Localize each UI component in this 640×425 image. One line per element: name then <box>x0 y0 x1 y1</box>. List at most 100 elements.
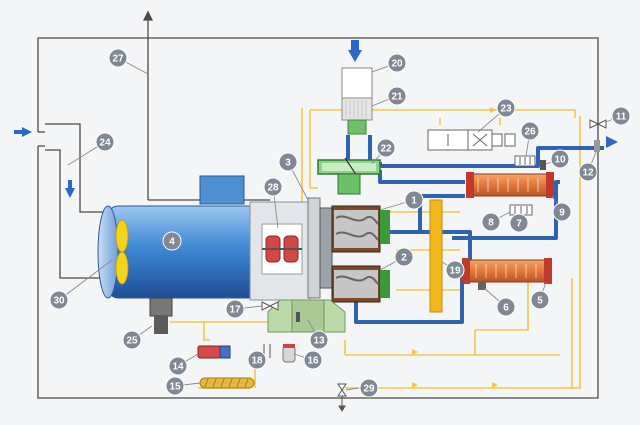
callout-13: 13 <box>309 330 329 350</box>
callout-number: 7 <box>516 219 522 230</box>
callout-badge <box>552 202 572 222</box>
callout-badge <box>445 260 465 280</box>
callout-number: 24 <box>99 138 111 149</box>
callout-number: 9 <box>559 208 565 219</box>
callout-badge <box>387 86 407 106</box>
callout-badge <box>95 132 115 152</box>
callout-badge <box>578 162 598 182</box>
callout-badge <box>611 106 631 126</box>
callout-badge <box>162 231 182 251</box>
callout-number: 2 <box>401 253 407 264</box>
callout-badge <box>263 177 283 197</box>
temp-sensor-14 <box>197 345 231 359</box>
valve-17 <box>261 301 279 311</box>
callout-number: 20 <box>391 59 403 70</box>
callout-badge <box>387 53 407 73</box>
air-inlet-arrow <box>14 127 32 137</box>
coupling <box>249 201 311 301</box>
callout-4: 4 <box>162 231 182 251</box>
callout-9: 9 <box>552 202 572 222</box>
callout-badge <box>303 350 323 370</box>
callout-badge <box>496 297 516 317</box>
callout-27: 27 <box>108 48 128 68</box>
callout-badge <box>49 290 69 310</box>
callout-20: 20 <box>387 53 407 73</box>
callout-badge <box>278 152 298 172</box>
callout-number: 19 <box>449 266 461 277</box>
oil-cooler <box>462 258 552 284</box>
callout-badge <box>247 350 267 370</box>
oil-heater-15 <box>199 377 255 389</box>
callout-number: 13 <box>313 336 325 347</box>
callout-10: 10 <box>550 149 570 169</box>
callout-badge <box>404 190 424 210</box>
callout-number: 29 <box>363 384 375 395</box>
callout-26: 26 <box>520 121 540 141</box>
callout-number: 17 <box>229 305 241 316</box>
callout-badge <box>225 299 245 319</box>
callout-number: 6 <box>503 303 509 314</box>
oil-flow-arrows <box>412 107 498 388</box>
drain-valve-29 <box>337 383 347 412</box>
oil-tank <box>267 299 346 333</box>
callout-number: 30 <box>53 296 65 307</box>
callout-badge <box>509 213 529 233</box>
callout-badge <box>376 138 396 158</box>
callout-badge <box>309 330 329 350</box>
callout-badge <box>359 378 379 398</box>
callout-5: 5 <box>530 290 550 310</box>
callout-16: 16 <box>303 350 323 370</box>
callout-badge <box>520 121 540 141</box>
callout-number: 11 <box>616 112 627 123</box>
callout-12: 12 <box>578 162 598 182</box>
callout-7: 7 <box>509 213 529 233</box>
callout-number: 4 <box>169 237 175 248</box>
intake-valve <box>317 157 381 195</box>
callout-number: 18 <box>251 356 263 367</box>
callout-18: 18 <box>247 350 267 370</box>
callout-number: 5 <box>537 296 543 307</box>
outer-frame <box>37 37 599 399</box>
callout-badge <box>496 98 516 118</box>
motor <box>97 175 275 334</box>
filter-inlet-arrow <box>348 40 362 62</box>
callout-badge <box>481 212 501 232</box>
callout-24: 24 <box>95 132 115 152</box>
pressure-switch-12 <box>594 140 600 152</box>
callout-badge <box>550 149 570 169</box>
callout-19: 19 <box>445 260 465 280</box>
sensor-10 <box>540 160 546 170</box>
callout-number: 10 <box>554 155 566 166</box>
thermostat-6 <box>478 282 486 290</box>
pulley-belt <box>429 199 443 313</box>
callout-number: 22 <box>380 144 392 155</box>
compressor-head <box>307 197 390 303</box>
callout-23: 23 <box>496 98 516 118</box>
callout-21: 21 <box>387 86 407 106</box>
callout-number: 16 <box>307 356 319 367</box>
callout-badge <box>394 247 414 267</box>
callout-1: 1 <box>404 190 424 210</box>
callout-2: 2 <box>394 247 414 267</box>
callout-number: 8 <box>488 218 494 229</box>
callout-badge <box>165 376 185 396</box>
callout-8: 8 <box>481 212 501 232</box>
callout-28: 28 <box>263 177 283 197</box>
callout-badge <box>122 330 142 350</box>
callouts: 1234567891011121314151617181920212223242… <box>49 48 631 398</box>
fan <box>115 219 129 285</box>
callout-number: 28 <box>267 183 279 194</box>
callout-17: 17 <box>225 299 245 319</box>
check-valve-26 <box>514 155 536 167</box>
air-cooler <box>466 172 554 198</box>
callout-22: 22 <box>376 138 396 158</box>
callout-number: 27 <box>112 54 124 65</box>
air-inlet-arrow-down <box>65 180 75 198</box>
callout-number: 14 <box>172 362 184 373</box>
solenoid-valve <box>427 129 516 151</box>
callout-number: 15 <box>169 382 181 393</box>
callout-14: 14 <box>168 356 188 376</box>
callout-number: 12 <box>582 168 594 179</box>
